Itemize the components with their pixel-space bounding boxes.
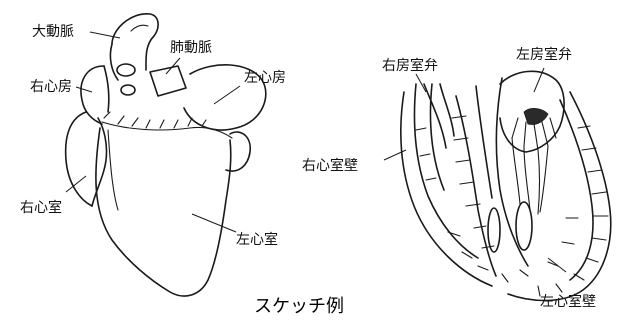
label-left-atrium: 左心房 [244, 70, 286, 86]
label-mitral-valve: 左房室弁 [516, 47, 572, 63]
label-left-ventricle: 左心室 [236, 232, 278, 248]
label-pulmonary-artery: 肺動脈 [170, 40, 212, 56]
section-heart-drawing [400, 70, 612, 302]
label-tricuspid-valve: 右房室弁 [382, 58, 438, 74]
label-right-ventricle-wall: 右心室壁 [302, 158, 358, 174]
label-aorta: 大動脈 [32, 24, 74, 40]
label-right-atrium: 右心房 [30, 79, 72, 95]
label-left-ventricle-wall: 左心室壁 [540, 294, 596, 310]
label-right-ventricle: 右心室 [20, 200, 62, 216]
external-heart-drawing [64, 13, 267, 297]
leader-lines [65, 31, 567, 273]
figure-caption: スケッチ例 [254, 296, 344, 317]
